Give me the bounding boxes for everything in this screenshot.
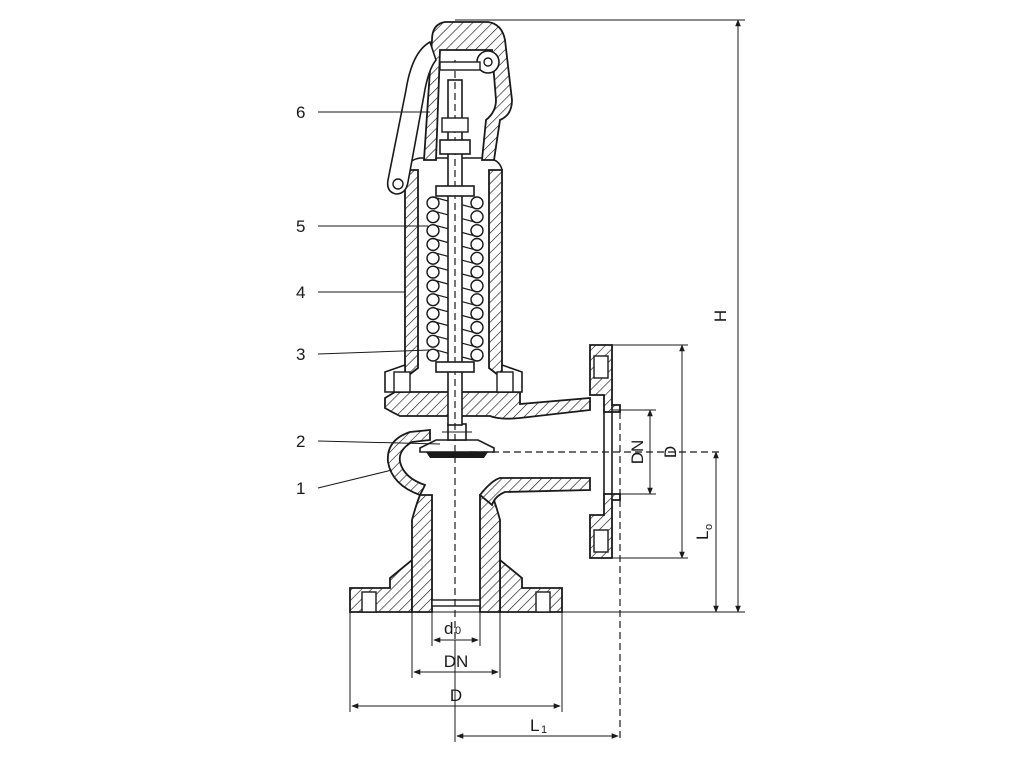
spring-coil-right xyxy=(470,348,484,362)
spring-coil-left xyxy=(426,251,440,265)
spring-coil-right xyxy=(470,251,484,265)
callout-3: 3 xyxy=(296,345,305,364)
dim-lo-main: L xyxy=(693,531,712,540)
dim-inlet-dn-label: DN xyxy=(444,652,469,671)
callout-2: 2 xyxy=(296,432,305,451)
dim-inlet-d-label: D xyxy=(450,686,462,705)
dim-l1-main: L xyxy=(530,716,539,735)
spring-coil-left xyxy=(426,265,440,279)
valve-stem xyxy=(435,60,475,640)
disc-assembly xyxy=(419,423,495,458)
callout-6: 6 xyxy=(296,103,305,122)
spring-coil-right xyxy=(470,223,484,238)
spring-coil-left xyxy=(426,196,440,210)
callout-labels: 6 5 4 3 2 1 xyxy=(296,103,305,498)
spring-coil-right xyxy=(470,237,484,252)
dim-height-label: H xyxy=(711,310,730,322)
spring-coil-left xyxy=(426,237,440,252)
spring-coil-left xyxy=(426,306,440,321)
dim-lo-sub: o xyxy=(703,524,715,530)
callout-leaders xyxy=(317,111,441,489)
spring-coil-right xyxy=(470,320,484,335)
dim-d0-sub: 0 xyxy=(455,625,461,637)
dimension-labels: H D DN L o d 0 DN D L 1 xyxy=(444,310,730,736)
dim-inlet-d0-label: d 0 xyxy=(444,619,461,638)
spring-coil-right xyxy=(470,265,484,279)
spring-coil-right xyxy=(470,293,484,307)
dim-outlet-d-label: D xyxy=(661,446,680,458)
callout-5: 5 xyxy=(296,217,305,236)
cap-and-lever xyxy=(386,21,513,195)
spring-coil-left xyxy=(426,223,440,238)
centerlines xyxy=(470,412,720,740)
spring-coil-left xyxy=(426,210,440,224)
spring-coil-left xyxy=(426,348,440,362)
spring-coil-right xyxy=(470,306,484,321)
spring-coil-right xyxy=(470,210,484,224)
spring-coil-right xyxy=(470,279,484,293)
dim-outlet-lo-label: L o xyxy=(693,524,715,540)
spring-coil-left xyxy=(426,334,440,348)
callout-1: 1 xyxy=(296,479,305,498)
callout-4: 4 xyxy=(296,283,305,302)
spring-coil-left xyxy=(426,320,440,335)
valve-body xyxy=(384,344,621,559)
spring-coil-right xyxy=(470,334,484,348)
dimension-lines xyxy=(349,19,745,742)
spring-coil-right xyxy=(470,196,484,210)
dim-l1-sub: 1 xyxy=(541,724,547,736)
spring-coil-left xyxy=(426,293,440,307)
dim-l1-label: L 1 xyxy=(530,716,547,736)
dim-d0-main: d xyxy=(444,619,453,638)
inlet-body xyxy=(349,494,563,613)
dim-outlet-dn-label: DN xyxy=(628,440,647,465)
spring-coil-left xyxy=(426,279,440,293)
